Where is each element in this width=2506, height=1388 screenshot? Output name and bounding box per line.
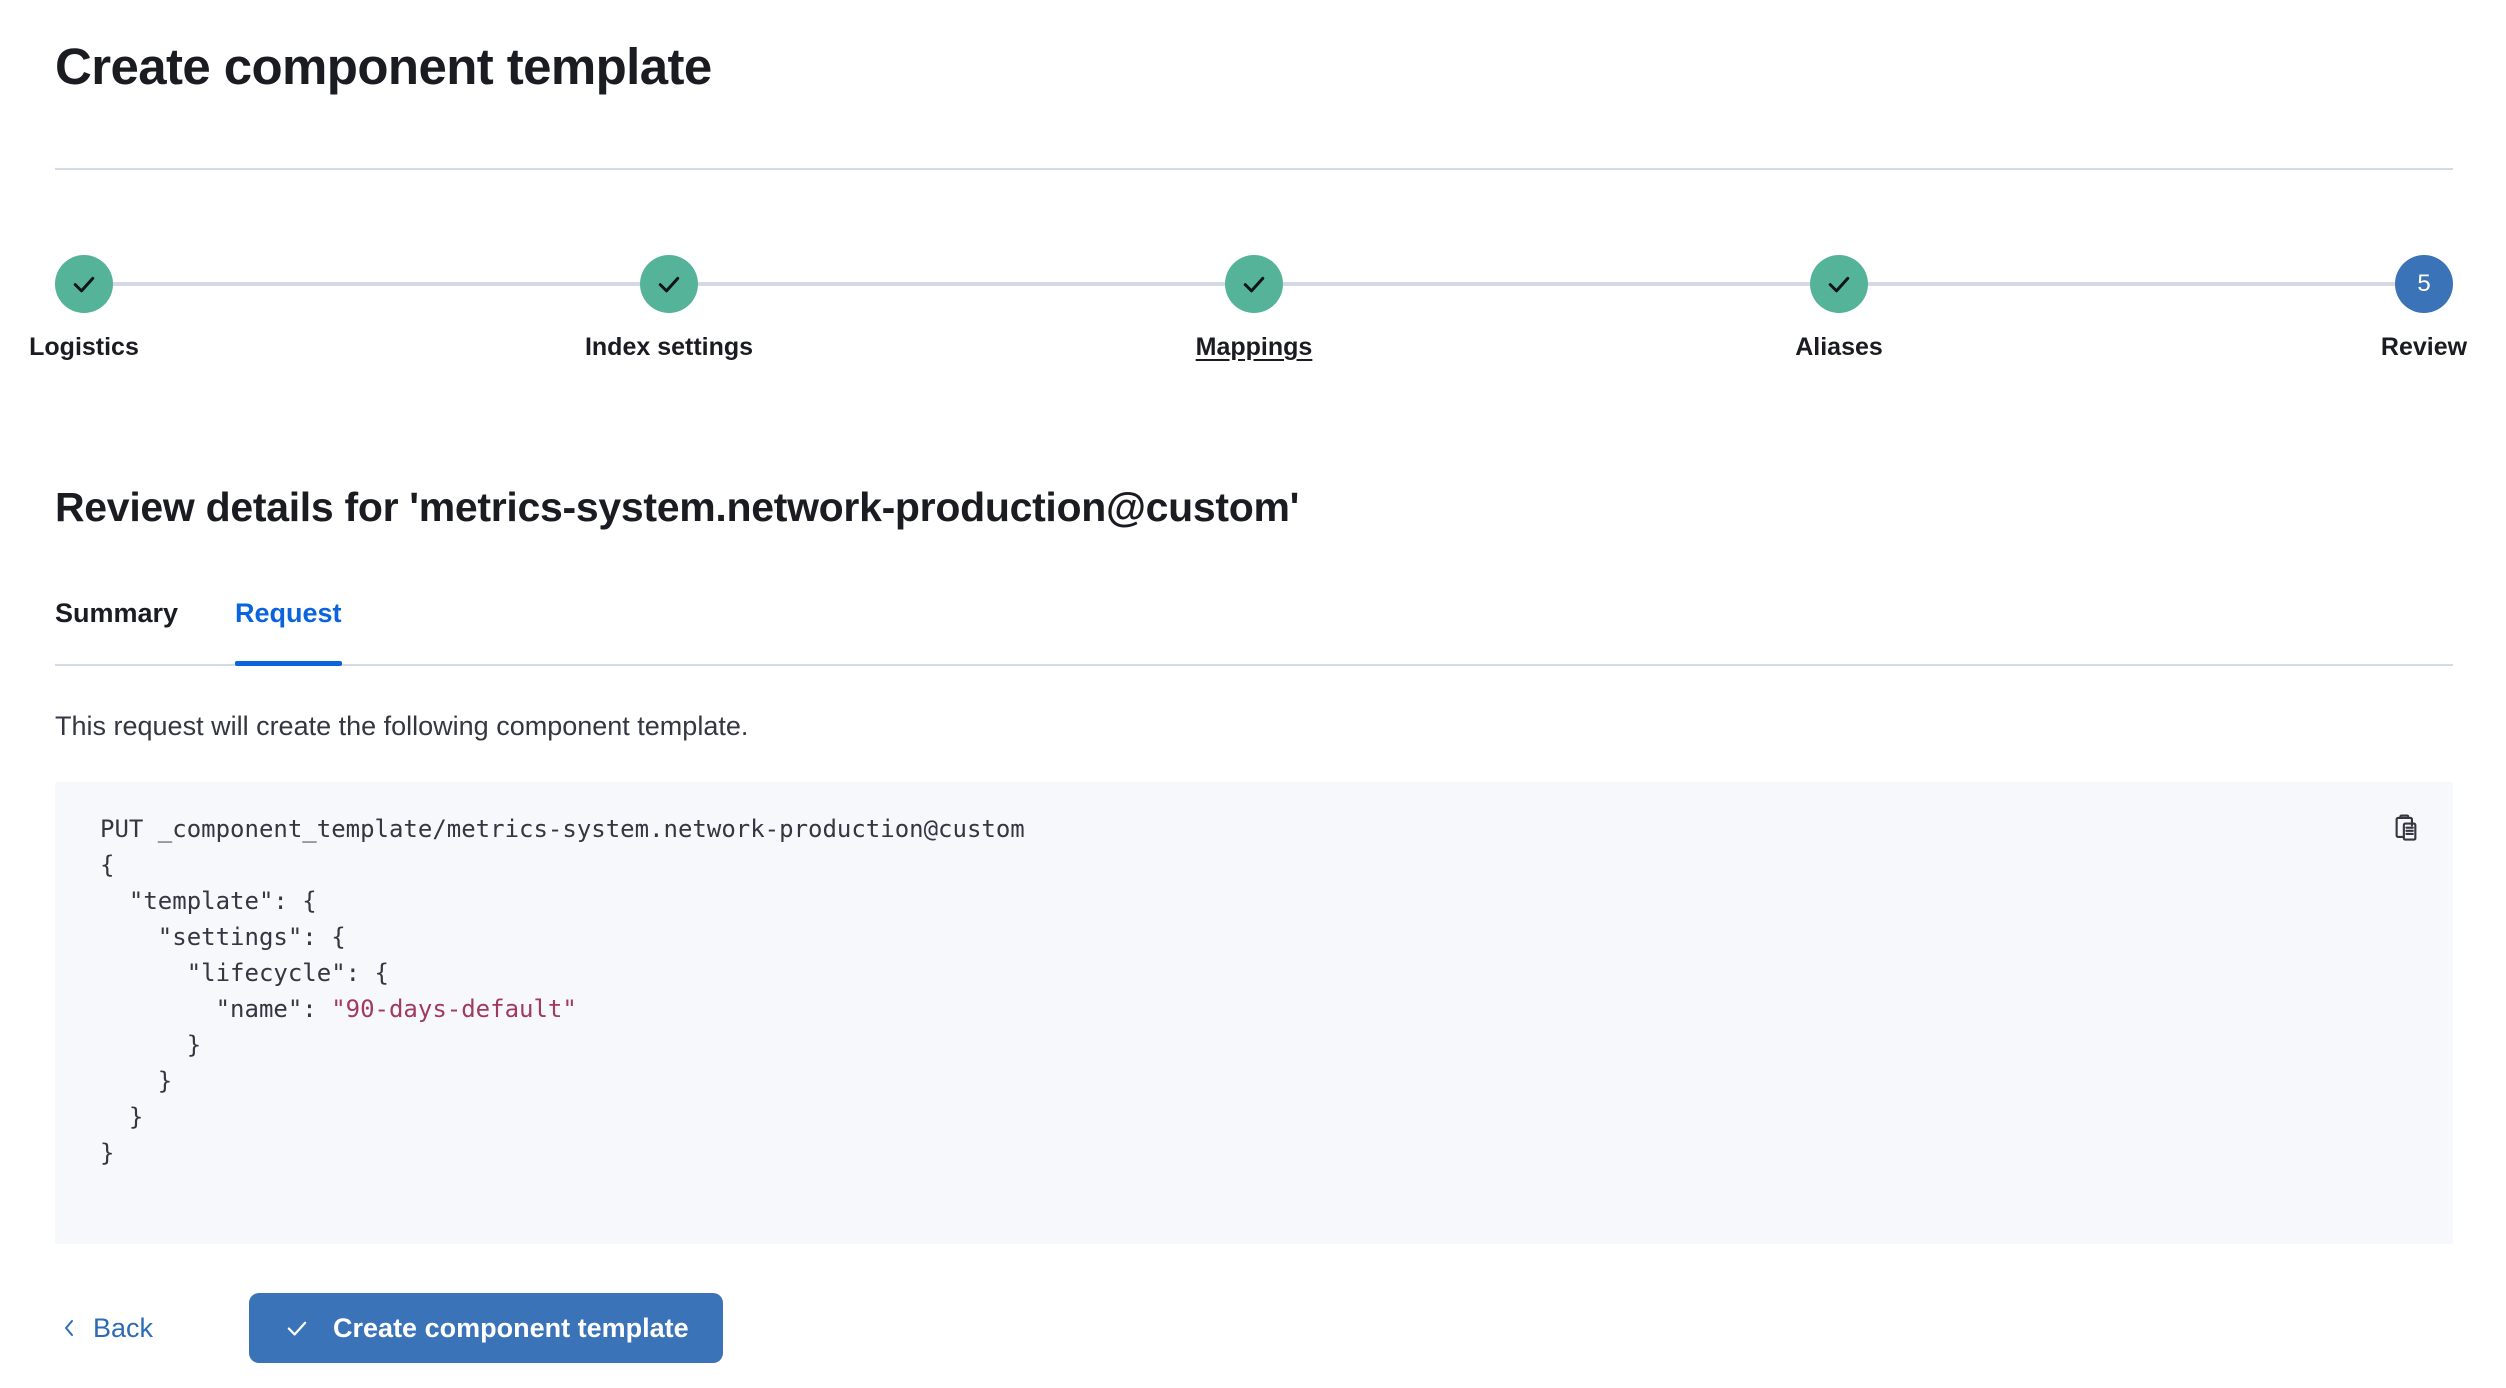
step-node-review[interactable]: 5 [2395, 255, 2453, 313]
step-label-index-settings[interactable]: Index settings [584, 333, 754, 361]
review-tabs: Summary Request [55, 598, 2453, 666]
chevron-left-icon [65, 1320, 73, 1336]
step-connector-4 [1868, 282, 2395, 286]
review-details-heading: Review details for 'metrics-system.netwo… [55, 484, 1300, 530]
copy-to-clipboard-button[interactable] [2379, 802, 2431, 854]
step-connector-2 [698, 282, 1225, 286]
step-number: 5 [2417, 270, 2431, 297]
check-icon [658, 276, 680, 293]
code-request-line: PUT _component_template/metrics-system.n… [100, 815, 1025, 843]
step-connector-3 [1283, 282, 1810, 286]
header-divider [55, 168, 2453, 170]
copy-clipboard-icon [2395, 814, 2417, 841]
tab-active-underline [235, 661, 342, 666]
request-description: This request will create the following c… [55, 711, 749, 741]
footer-actions: Back Create component template [55, 1293, 723, 1363]
step-node-logistics[interactable] [55, 255, 113, 313]
back-button-label: Back [93, 1312, 154, 1343]
check-icon [1243, 276, 1265, 293]
wizard-stepper: 5 Logistics Index settings Mappings Alia… [29, 255, 2467, 395]
check-icon [1828, 276, 1850, 293]
step-node-index-settings[interactable] [640, 255, 698, 313]
create-component-template-button[interactable]: Create component template [249, 1293, 723, 1363]
back-button[interactable]: Back [55, 1303, 157, 1354]
code-body-after: } } } } [100, 1031, 202, 1167]
stepper-labels: Logistics Index settings Mappings Aliase… [29, 255, 2467, 395]
request-code-text: PUT _component_template/metrics-system.n… [100, 811, 1025, 1171]
step-label-review: Review [2380, 333, 2468, 361]
tab-summary[interactable]: Summary [55, 598, 178, 666]
stepper-track: 5 [55, 255, 2453, 313]
step-node-aliases[interactable] [1810, 255, 1868, 313]
tab-request[interactable]: Request [235, 598, 342, 666]
step-connector-1 [113, 282, 640, 286]
tab-request-label: Request [235, 598, 342, 628]
request-code-block: PUT _component_template/metrics-system.n… [55, 782, 2453, 1244]
check-icon [287, 1321, 307, 1336]
tabs-divider [55, 664, 2453, 666]
step-node-mappings[interactable] [1225, 255, 1283, 313]
step-label-logistics[interactable]: Logistics [29, 333, 139, 361]
page-title: Create component template [55, 38, 712, 95]
step-label-mappings[interactable]: Mappings [1195, 333, 1313, 361]
code-string-value: "90-days-default" [331, 995, 577, 1023]
check-icon [73, 276, 95, 293]
code-body-before: { "template": { "settings": { "lifecycle… [100, 851, 389, 1023]
step-label-aliases[interactable]: Aliases [1795, 333, 1883, 361]
create-button-label: Create component template [333, 1312, 689, 1343]
